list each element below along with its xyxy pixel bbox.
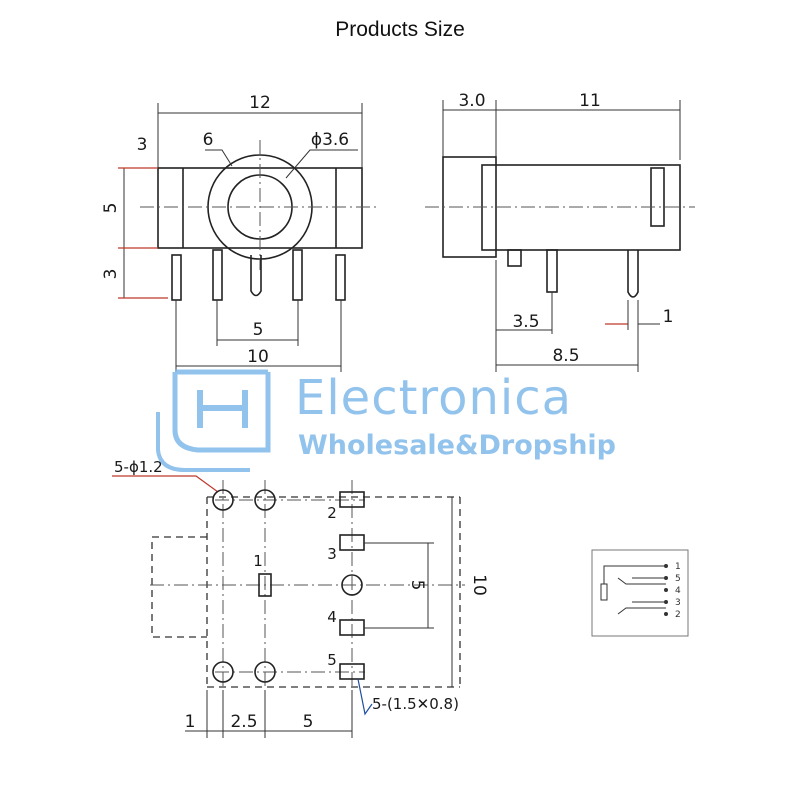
dim-pin-total: 8.5 (552, 346, 579, 366)
dim-bottom-b: 2.5 (230, 712, 257, 732)
dim-vertical-inner: 5 (407, 580, 427, 591)
dim-width: 12 (249, 93, 271, 113)
brand-tagline: Wholesale&Dropship (298, 430, 616, 461)
dim-left-top: 3 (137, 135, 148, 155)
footprint-view: 5-ϕ1.2 1 2 3 4 5 5 10 5-(1.5✕0.8 (112, 458, 489, 738)
schematic-pin-4: 4 (675, 586, 681, 596)
pin-label-5: 5 (327, 651, 337, 669)
dim-pin-a: 3.5 (512, 312, 539, 332)
label-holes: 5-ϕ1.2 (114, 458, 163, 476)
dim-pin-length: 3 (101, 269, 121, 280)
label-pads: 5-(1.5✕0.8) (372, 695, 459, 713)
watermark: Electronica Wholesale&Dropship (156, 369, 616, 472)
dim-height: 5 (101, 203, 121, 214)
dim-body: 11 (579, 91, 601, 111)
schematic-symbol: 1 5 4 3 2 (591, 549, 689, 637)
side-view: 3.0 11 3.5 1 8.5 (425, 91, 695, 372)
pin-label-3: 3 (327, 545, 337, 563)
brand-name: Electronica (295, 370, 572, 426)
dim-vertical-outer: 10 (469, 574, 489, 596)
front-view: 12 3 6 ϕ3.6 5 3 5 10 (101, 93, 380, 372)
schematic-pin-3: 3 (675, 598, 681, 608)
pin-label-2: 2 (327, 504, 337, 522)
dim-front: 3.0 (458, 91, 485, 111)
dim-hole: ϕ3.6 (311, 130, 349, 150)
page-title: Products Size (335, 18, 465, 41)
schematic-pin-5: 5 (675, 574, 681, 584)
dim-bottom-a: 1 (185, 712, 196, 732)
schematic-pin-1: 1 (675, 562, 681, 572)
dim-pin-b: 1 (663, 307, 674, 327)
brand-logo (172, 369, 271, 453)
dim-pitch-outer: 10 (247, 347, 269, 367)
schematic-pin-2: 2 (675, 610, 681, 620)
pin-label-1: 1 (253, 552, 263, 570)
dim-ring: 6 (203, 130, 214, 150)
dim-bottom-c: 5 (303, 712, 314, 732)
pin-label-4: 4 (327, 608, 337, 626)
dim-pitch-inner: 5 (253, 320, 264, 340)
